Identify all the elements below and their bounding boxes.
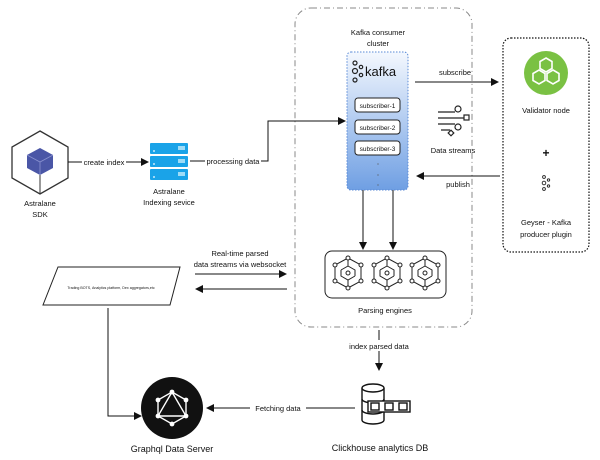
graphql-icon — [141, 377, 203, 439]
kafka-consumer-cluster: Kafka consumer cluster — [294, 7, 473, 328]
subscriber-2: subscriber-2 — [354, 119, 401, 135]
processing-data-label: processing data — [207, 157, 261, 166]
fetching-data-label: Fetching data — [255, 404, 301, 413]
kafka-box: kafka subscriber-1 subscriber-2 subscrib… — [346, 51, 409, 191]
kafka-logo-text: kafka — [365, 64, 397, 79]
sdk-cube-icon — [11, 130, 69, 195]
database-icon — [361, 383, 411, 425]
parsing-engines — [324, 250, 447, 299]
validator-group: Validator node + Geyser - Kafka producer… — [502, 37, 590, 253]
data-streams-label: Data streams — [431, 146, 476, 155]
svg-text:subscriber-3: subscriber-3 — [360, 146, 396, 153]
kafka-logo-icon — [351, 60, 364, 83]
plugin-label-1: Geyser - Kafka — [521, 218, 572, 227]
publish-label: publish — [446, 180, 470, 189]
server-icon — [150, 143, 188, 180]
validator-icon — [524, 51, 568, 95]
indexing-label-2: Indexing sevice — [143, 198, 195, 207]
parsing-engine-icon — [332, 255, 364, 291]
realtime-label-1: Real-time parsed — [211, 249, 268, 258]
plus-sign: + — [542, 146, 549, 160]
kafka-small-icon — [541, 175, 551, 191]
indexing-label-1: Astralane — [153, 187, 185, 196]
clients-label: Trading BOTS, Analytics platform, Dex ag… — [67, 286, 155, 290]
svg-text:subscriber-2: subscriber-2 — [360, 125, 396, 132]
subscriber-3: subscriber-3 — [354, 140, 401, 156]
clickhouse-label: Clickhouse analytics DB — [332, 443, 429, 453]
clients-parallelogram: Trading BOTS, Analytics platform, Dex ag… — [42, 266, 181, 306]
cluster-label-2: cluster — [367, 39, 390, 48]
index-parsed-label: index parsed data — [349, 342, 409, 351]
plugin-label-2: producer plugin — [520, 230, 572, 239]
svg-text:subscriber-1: subscriber-1 — [360, 103, 396, 110]
subscribe-label: subscribe — [439, 68, 471, 77]
create-index-label: create index — [84, 158, 125, 167]
data-streams-icon — [438, 105, 470, 137]
graphql-label: Graphql Data Server — [131, 444, 214, 454]
cluster-label-1: Kafka consumer — [351, 28, 406, 37]
clients-to-graphql-arrow — [107, 308, 142, 420]
sdk-label-1: Astralane — [24, 199, 56, 208]
sdk-label-2: SDK — [32, 210, 47, 219]
realtime-label-2: data streams via websocket — [194, 260, 287, 269]
subscriber-1: subscriber-1 — [354, 97, 401, 113]
validator-label: Validator node — [522, 106, 570, 115]
parsing-engines-label: Parsing engines — [358, 306, 412, 315]
